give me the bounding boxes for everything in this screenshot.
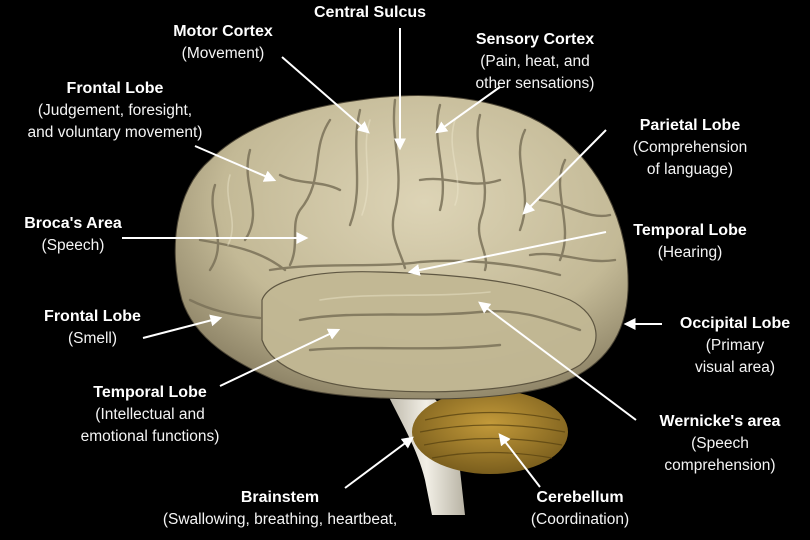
- label-title: Temporal Lobe: [93, 384, 207, 401]
- label-desc-1: (Comprehension: [632, 139, 748, 156]
- cerebellum-shape: [412, 390, 568, 474]
- label-title: Central Sulcus: [313, 4, 427, 21]
- temporal-lobe-shape: [261, 271, 597, 393]
- label-desc-2: visual area): [694, 359, 776, 376]
- label-title: Brainstem: [240, 489, 320, 506]
- arrow-sensory-cortex: [435, 86, 501, 134]
- label-title: Occipital Lobe: [679, 315, 791, 332]
- label-desc-1: (Primary: [705, 337, 765, 354]
- label-sensory-cortex: Sensory Cortex (Pain, heat, and other se…: [445, 29, 625, 95]
- label-title: Broca's Area: [24, 215, 122, 232]
- arrow-motor-cortex: [281, 56, 370, 134]
- arrow-frontal-lobe-top: [194, 145, 277, 182]
- label-desc-1: (Pain, heat, and: [480, 53, 590, 70]
- pointer-arrows: [122, 28, 662, 489]
- label-frontal-lobe-smell: Frontal Lobe (Smell): [20, 306, 165, 350]
- label-desc-1: (Speech: [691, 435, 749, 452]
- arrow-wernickes-area: [478, 301, 637, 421]
- label-title: Wernicke's area: [659, 413, 781, 430]
- label-desc-1: (Intellectual and: [95, 406, 205, 423]
- label-title: Cerebellum: [536, 489, 624, 506]
- label-cerebellum: Cerebellum (Coordination): [505, 487, 655, 531]
- label-desc: (Swallowing, breathing, heartbeat,: [162, 511, 398, 528]
- label-title: Frontal Lobe: [66, 80, 164, 97]
- label-title: Sensory Cortex: [475, 31, 595, 48]
- label-desc-2: of language): [646, 161, 734, 178]
- label-occipital-lobe: Occipital Lobe (Primary visual area): [660, 313, 810, 379]
- label-brocas-area: Broca's Area (Speech): [8, 213, 138, 257]
- label-desc-2: emotional functions): [80, 428, 220, 445]
- label-temporal-lobe-intellectual: Temporal Lobe (Intellectual and emotiona…: [45, 382, 255, 448]
- label-parietal-lobe: Parietal Lobe (Comprehension of language…: [605, 115, 775, 181]
- label-title: Motor Cortex: [173, 23, 273, 40]
- arrow-parietal-lobe: [522, 129, 607, 215]
- label-desc: (Coordination): [530, 511, 630, 528]
- label-desc: (Hearing): [657, 244, 723, 261]
- label-title: Frontal Lobe: [44, 308, 141, 325]
- label-desc: (Smell): [67, 330, 118, 347]
- label-desc-2: comprehension): [664, 457, 776, 474]
- label-desc-2: and voluntary movement): [27, 124, 203, 141]
- label-frontal-lobe-top: Frontal Lobe (Judgement, foresight, and …: [0, 78, 230, 144]
- label-central-sulcus: Central Sulcus: [290, 2, 450, 24]
- label-title: Parietal Lobe: [639, 117, 741, 134]
- label-desc-2: other sensations): [475, 75, 595, 92]
- label-desc-1: (Judgement, foresight,: [37, 102, 193, 119]
- arrow-brainstem: [344, 436, 414, 489]
- label-wernickes-area: Wernicke's area (Speech comprehension): [630, 411, 810, 477]
- label-motor-cortex: Motor Cortex (Movement): [143, 21, 303, 65]
- label-desc: (Movement): [181, 45, 265, 62]
- arrow-cerebellum: [498, 433, 541, 488]
- arrow-temporal-lobe-intellectual: [219, 328, 341, 387]
- label-desc: (Speech): [41, 237, 105, 254]
- arrow-temporal-lobe-hearing: [407, 231, 607, 276]
- label-brainstem: Brainstem (Swallowing, breathing, heartb…: [120, 487, 440, 531]
- arrow-frontal-lobe-smell: [142, 314, 223, 339]
- label-title: Temporal Lobe: [633, 222, 747, 239]
- label-temporal-lobe-hearing: Temporal Lobe (Hearing): [610, 220, 770, 264]
